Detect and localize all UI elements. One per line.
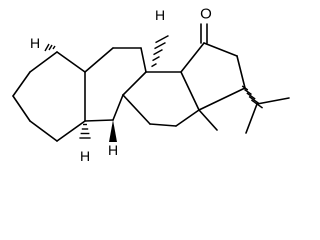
- ring-a: [12, 51, 86, 142]
- h-left-hashed-bond: [44, 43, 56, 52]
- ring-d: [180, 42, 246, 111]
- molecule-diagram: O H H H H: [12, 6, 290, 164]
- h-bottom-hashed-bond: [79, 123, 91, 139]
- h-bottom-label: H: [80, 148, 90, 164]
- oxygen-label: O: [200, 6, 212, 23]
- ring-b: [84, 47, 147, 122]
- ketone-double-bond: [200, 23, 208, 44]
- h-lower-center-label: H: [108, 142, 118, 158]
- h-lower-center-wedge-bond: [109, 120, 117, 142]
- isopropyl-hashed-bond: [241, 85, 264, 109]
- ring-c: [122, 71, 200, 127]
- angular-methyl-bond: [198, 109, 218, 131]
- isopropyl-group: [245, 97, 290, 134]
- h-top-label: H: [155, 7, 165, 23]
- h-left-label: H: [30, 35, 40, 51]
- h-top-hashed-bond: [151, 34, 169, 68]
